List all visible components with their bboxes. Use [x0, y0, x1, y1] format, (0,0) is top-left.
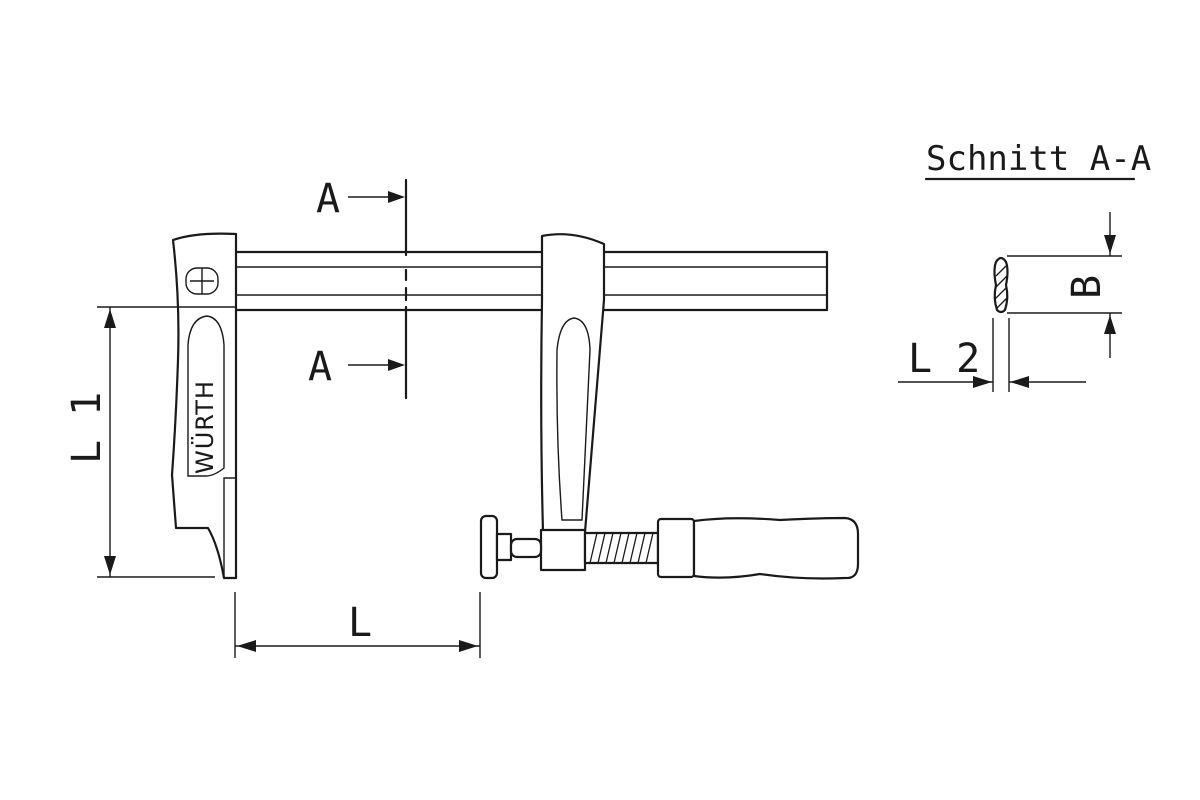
dim-l-label: L — [348, 600, 372, 646]
dim-b-label: B — [1064, 275, 1110, 299]
dim-l1-label: L 1 — [64, 392, 110, 464]
arrowhead — [1104, 235, 1116, 254]
threaded-spindle — [583, 531, 660, 565]
arrowhead — [104, 556, 116, 575]
arrowhead — [104, 309, 116, 328]
arrowhead — [388, 191, 405, 203]
section-view-aa: Schnitt A-A B L 2 — [898, 139, 1151, 392]
arrowhead — [459, 640, 478, 652]
pressure-plate — [479, 514, 543, 580]
brand-label: WÜRTH — [190, 380, 219, 474]
section-marker-top: A — [316, 176, 340, 222]
section-marker-bottom: A — [308, 344, 332, 390]
section-line-aa: A A — [308, 176, 408, 400]
dimension-l1: L 1 — [64, 306, 235, 578]
wurth-logo-icon — [185, 267, 219, 295]
arrowhead — [1010, 376, 1029, 388]
arrowhead — [973, 376, 992, 388]
wooden-handle — [656, 516, 860, 580]
clamp-rail — [233, 250, 829, 312]
arrowhead — [237, 640, 256, 652]
sliding-arm — [539, 233, 606, 572]
section-title: Schnitt A-A — [926, 139, 1151, 179]
fixed-jaw: WÜRTH — [170, 232, 238, 580]
arrowhead — [388, 359, 405, 371]
dim-l2-label: L 2 — [908, 336, 980, 382]
arrowhead — [1104, 315, 1116, 334]
dimension-l: L — [234, 592, 481, 658]
